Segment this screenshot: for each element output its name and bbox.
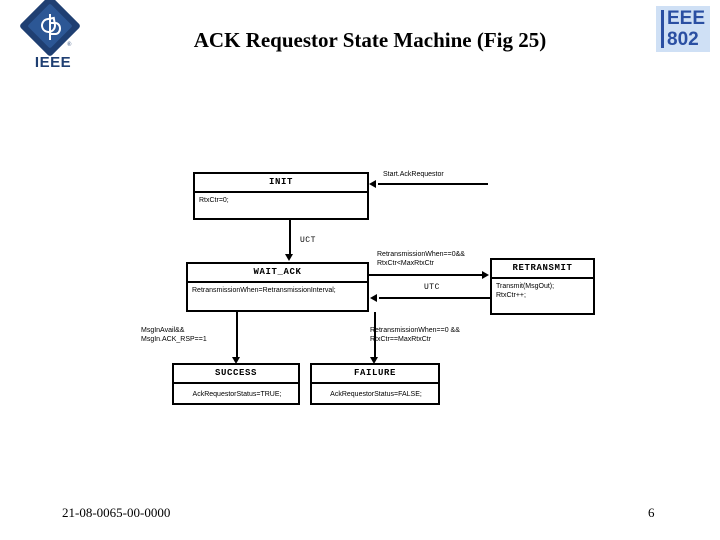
edge-label-start-ack-requestor: Start.AckRequestor	[383, 171, 444, 178]
ieee-logo-registered-mark: ®	[67, 42, 72, 48]
edge-label-wait-to-retransmit: RetransmissionWhen==0&& RtxCtr<MaxRtxCtr	[377, 251, 465, 267]
state-title-failure: FAILURE	[312, 365, 438, 384]
edge-label-wait-to-success: MsgInAvail&& MsgIn.ACK_RSP==1	[141, 327, 207, 343]
edge-arrowhead-retransmit-to-wait	[370, 294, 377, 302]
ieee-802-badge-line2: 802	[667, 29, 699, 50]
ieee-802-badge: EEE 802	[656, 6, 710, 52]
edge-line-start-ack-requestor	[378, 183, 488, 185]
edge-line-retransmit-to-wait	[379, 297, 490, 299]
state-box-init: INIT RtxCtr=0;	[193, 172, 369, 220]
edge-arrowhead-init-to-wait-ack	[285, 254, 293, 261]
state-box-failure: FAILURE AckRequestorStatus=FALSE;	[310, 363, 440, 405]
ieee-802-badge-line1: EEE	[667, 8, 706, 29]
edge-line-wait-to-failure	[374, 312, 376, 358]
state-body-retransmit: Transmit(MsgOut); RtxCtr++;	[492, 279, 593, 302]
state-box-success: SUCCESS AckRequestorStatus=TRUE;	[172, 363, 300, 405]
footer-document-number: 21-08-0065-00-0000	[62, 505, 171, 520]
state-body-failure: AckRequestorStatus=FALSE;	[330, 391, 422, 398]
ieee-802-badge-bar	[661, 10, 664, 48]
state-body-retransmit-line1: Transmit(MsgOut);	[496, 283, 555, 290]
edge-label-utc: UTC	[424, 283, 440, 292]
edge-line-wait-to-success	[236, 312, 238, 358]
edge-label-wait-to-failure: RetransmissionWhen==0 && RtxCtr==MaxRtxC…	[370, 327, 460, 343]
ieee-802-badge-text: EEE 802	[667, 8, 705, 50]
ieee-logo-wordmark: IEEE	[34, 54, 72, 71]
state-title-success: SUCCESS	[174, 365, 298, 384]
state-body-retransmit-line2: RtxCtr++;	[496, 292, 526, 299]
edge-line-init-to-wait-ack	[289, 220, 291, 255]
state-body-wait-ack: RetransmissionWhen=RetransmissionInterva…	[192, 287, 336, 294]
edge-arrowhead-wait-to-failure	[370, 357, 378, 364]
footer-page-number: 6	[648, 505, 655, 520]
state-body-success: AckRequestorStatus=TRUE;	[192, 391, 282, 398]
state-title-wait-ack: WAIT_ACK	[188, 264, 367, 283]
page-title: ACK Requestor State Machine (Fig 25)	[193, 28, 547, 52]
edge-arrowhead-wait-to-retransmit	[482, 271, 489, 279]
ieee-logo-hook2-icon	[50, 22, 61, 35]
state-box-wait-ack: WAIT_ACK RetransmissionWhen=Retransmissi…	[186, 262, 369, 312]
edge-arrowhead-wait-to-success	[232, 357, 240, 364]
edge-arrowhead-start-ack-requestor	[369, 180, 376, 188]
edge-label-uct: UCT	[300, 236, 316, 245]
state-title-init: INIT	[195, 174, 367, 193]
state-box-retransmit: RETRANSMIT Transmit(MsgOut); RtxCtr++;	[490, 258, 595, 315]
state-title-retransmit: RETRANSMIT	[492, 260, 593, 279]
state-body-init: RtxCtr=0;	[199, 197, 229, 204]
edge-line-wait-to-retransmit	[369, 274, 482, 276]
ieee-logo: ® IEEE	[14, 0, 92, 74]
